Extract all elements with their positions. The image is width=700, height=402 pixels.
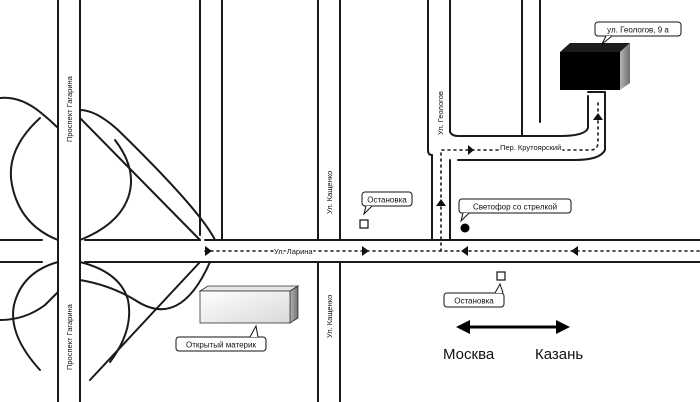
street-gagarina-bottom: Проспект Гагарина <box>65 303 74 370</box>
street-gagarina-top: Проспект Гагарина <box>65 75 74 142</box>
arrow-east-icon <box>362 246 369 256</box>
arrow-north-icon <box>593 113 603 120</box>
callout-stop-top: Остановка <box>361 191 413 216</box>
traffic-light-label: Светофор со стрелкой <box>473 203 557 212</box>
callout-destination: ул. Геологов, 9 а <box>594 21 682 45</box>
traffic-light-icon <box>460 223 470 233</box>
callout-stop-bottom: Остановка <box>443 282 505 308</box>
arrow-west-icon <box>461 246 468 256</box>
destination-label: ул. Геологов, 9 а <box>607 26 669 35</box>
callout-traffic-light: Светофор со стрелкой <box>458 198 572 223</box>
arrow-east-icon <box>468 145 474 155</box>
landmark-label: Открытый материк <box>186 341 256 350</box>
arrow-right-icon <box>556 320 570 334</box>
direction-indicator: Москва Казань <box>443 320 583 363</box>
stop-top-label: Остановка <box>367 196 407 205</box>
direction-west-label: Москва <box>443 346 495 363</box>
arrow-east-icon <box>205 246 212 256</box>
destination-building <box>560 43 630 90</box>
route <box>204 99 700 252</box>
bus-stop-icon <box>496 271 506 281</box>
street-krutoyarsky: Пер. Крутоярский <box>500 143 561 152</box>
stop-bottom-label: Остановка <box>454 297 494 306</box>
street-kashchenko-bottom: Ул. Кащенко <box>325 295 334 338</box>
bus-stop-icon <box>359 219 369 229</box>
street-larina: Ул. Ларина <box>274 247 313 256</box>
arrow-north-icon <box>436 199 446 206</box>
route-arrows <box>205 113 603 256</box>
landmark-building <box>198 285 300 324</box>
direction-east-label: Казань <box>535 346 583 363</box>
callout-landmark: Открытый материк <box>175 324 267 352</box>
street-kashchenko-top: Ул. Кащенко <box>325 171 334 214</box>
arrow-west-icon <box>571 246 578 256</box>
street-geologov: Ул. Геологов <box>436 91 445 135</box>
arrow-left-icon <box>456 320 470 334</box>
